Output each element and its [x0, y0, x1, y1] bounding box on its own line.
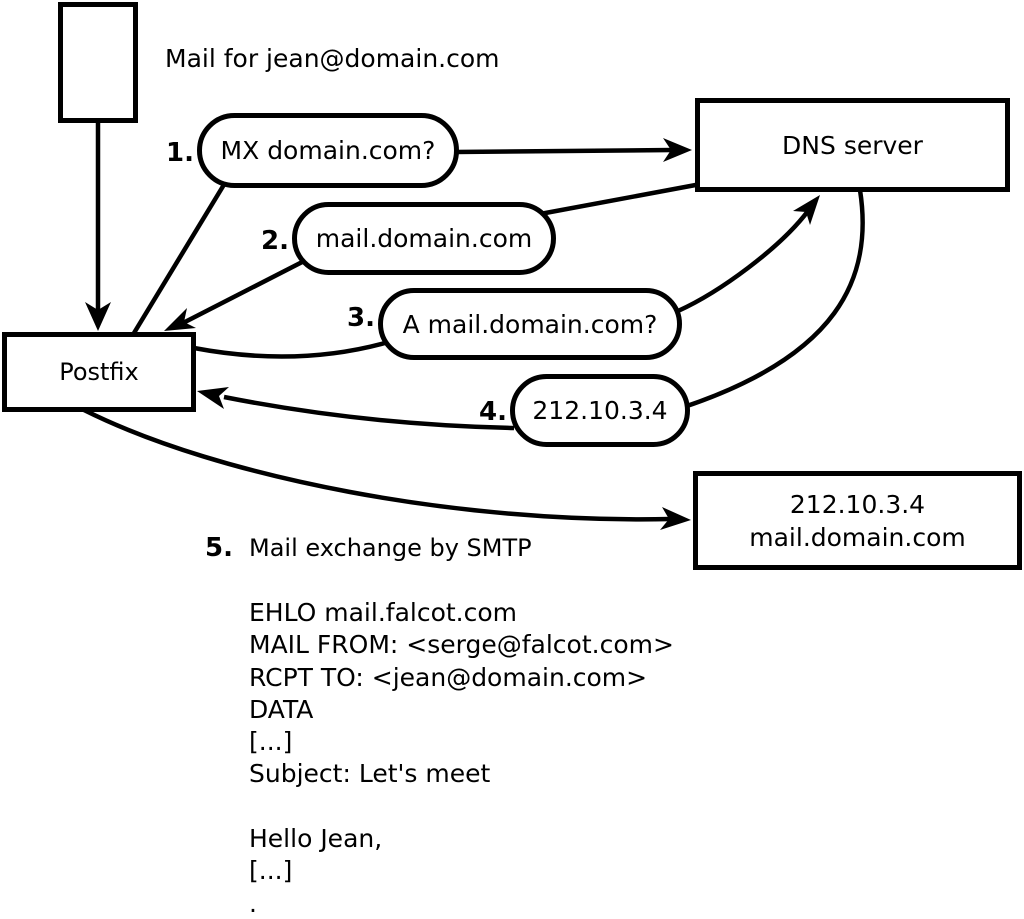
smtp-line: [...] — [249, 727, 293, 757]
smtp-line: . — [249, 888, 257, 918]
step-number-3: 3. — [347, 303, 375, 333]
dns-server-label: DNS server — [782, 130, 923, 160]
arrowhead-answer2-to-postfix — [164, 308, 196, 331]
edge-query3-to-dns — [677, 209, 810, 314]
answer-a-pill: 212.10.3.4 — [510, 374, 690, 447]
step-number-4: 4. — [479, 397, 507, 427]
mail-server-ip: 212.10.3.4 — [789, 489, 926, 519]
edge-postfix-to-query1 — [132, 176, 230, 335]
mail-server-hostname: mail.domain.com — [749, 522, 966, 552]
mail-server-node: 212.10.3.4 mail.domain.com — [693, 471, 1022, 570]
step-number-1: 1. — [166, 138, 194, 168]
arrowhead-message-to-postfix — [85, 302, 111, 331]
query-a-pill: A mail.domain.com? — [378, 288, 682, 360]
arrowhead-query3-to-dns — [793, 195, 820, 225]
dns-server-node: DNS server — [695, 98, 1010, 192]
query-mx-pill: MX domain.com? — [197, 113, 459, 188]
smtp-line: RCPT TO: <jean@domain.com> — [249, 662, 648, 692]
arrowhead-query1-to-dns — [663, 138, 692, 162]
arrowhead-postfix-to-mailserver — [660, 507, 691, 530]
edge-query1-to-dns — [454, 147, 674, 155]
query-mx-label: MX domain.com? — [220, 136, 436, 165]
arrowhead-answer4-to-postfix — [197, 387, 229, 409]
answer-mx-label: mail.domain.com — [315, 224, 533, 253]
query-a-label: A mail.domain.com? — [402, 309, 658, 339]
smtp-session-transcript: EHLO mail.falcot.com MAIL FROM: <serge@f… — [249, 597, 674, 919]
edge-dns-to-answer4 — [683, 189, 865, 410]
step-number-2: 2. — [261, 226, 289, 256]
smtp-line: [...] — [249, 856, 293, 886]
smtp-line — [249, 791, 674, 823]
edge-answer4-to-postfix — [223, 394, 515, 431]
postfix-node: Postfix — [2, 332, 196, 412]
mail-for-label: Mail for jean@domain.com — [165, 44, 500, 73]
mail-message-node — [58, 2, 138, 123]
answer-a-label: 212.10.3.4 — [532, 396, 668, 425]
edge-answer2-to-postfix — [181, 255, 312, 326]
smtp-line: MAIL FROM: <serge@falcot.com> — [249, 630, 674, 660]
edge-dns-to-answer2 — [539, 181, 702, 217]
postfix-label: Postfix — [59, 358, 139, 386]
smtp-line: Hello Jean, — [249, 824, 383, 854]
step-number-5: 5. — [205, 533, 233, 563]
smtp-exchange-label: Mail exchange by SMTP — [249, 534, 532, 562]
smtp-line: Subject: Let's meet — [249, 759, 491, 789]
smtp-line: DATA — [249, 694, 314, 724]
answer-mx-pill: mail.domain.com — [292, 202, 556, 275]
smtp-line: EHLO mail.falcot.com — [249, 598, 518, 627]
edge-postfix-to-mailserver — [82, 407, 672, 522]
edge-postfix-to-query3 — [193, 338, 393, 359]
